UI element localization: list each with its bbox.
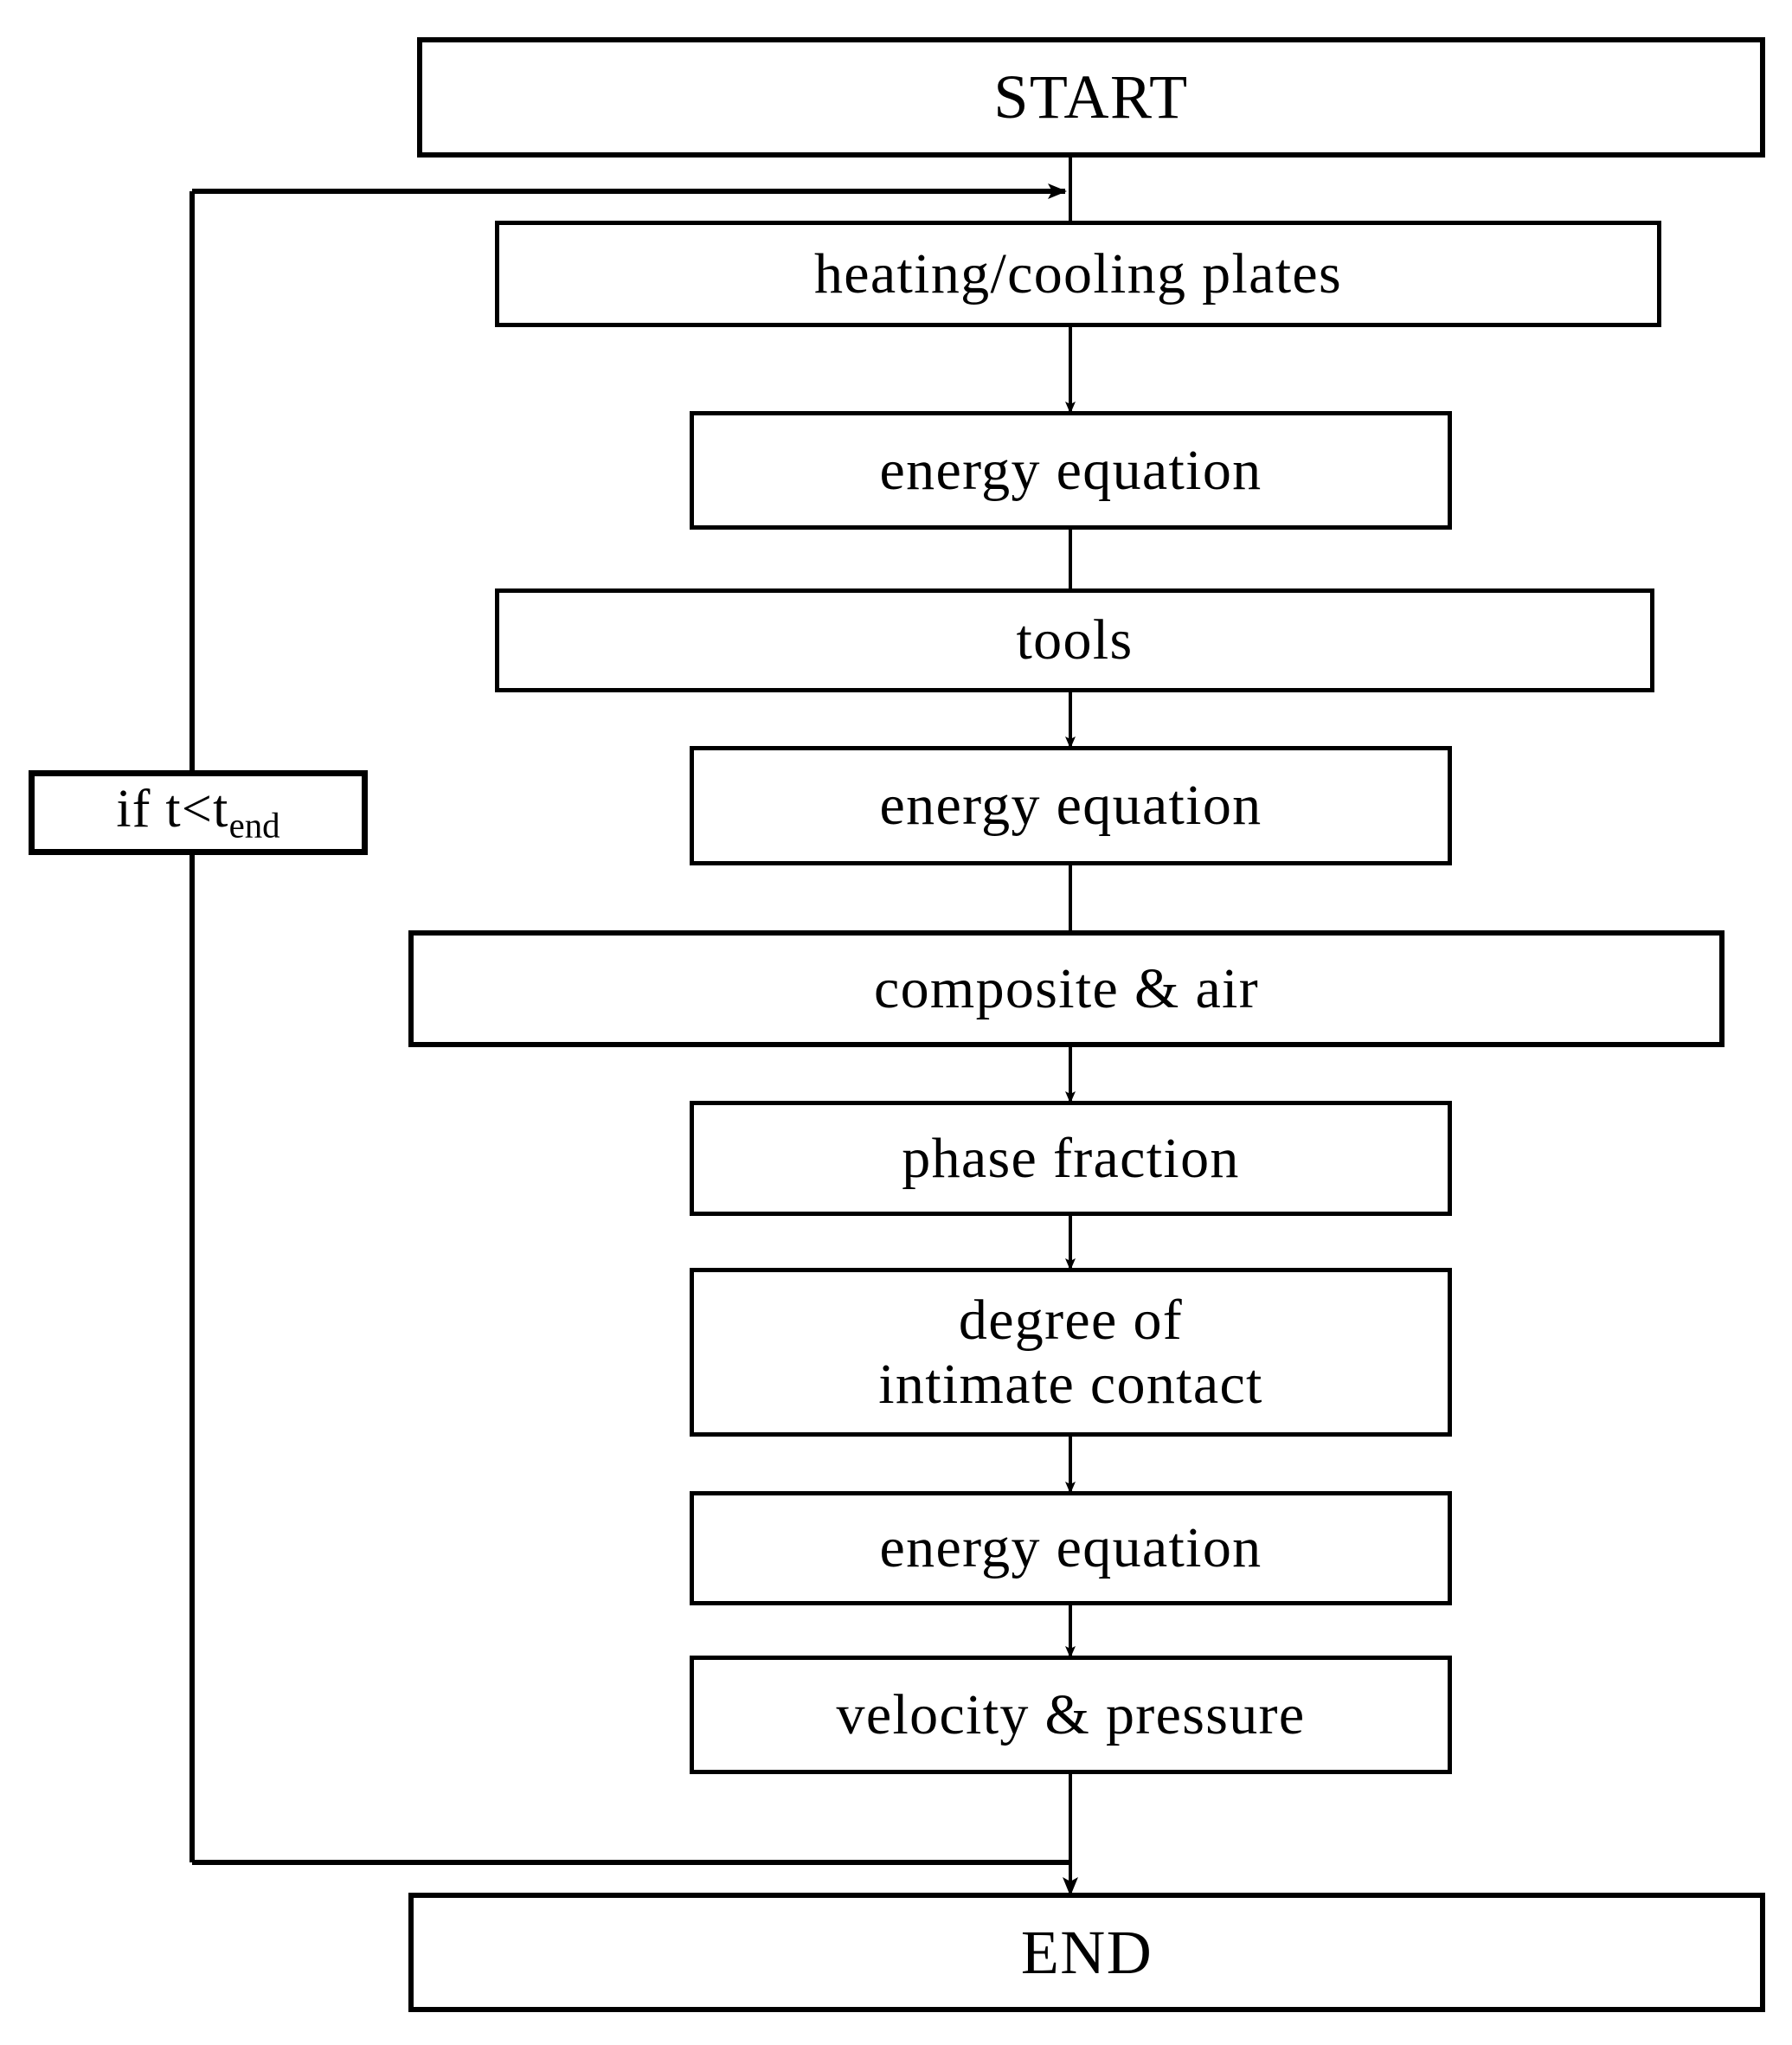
node-start-label: START — [993, 62, 1189, 132]
node-composite-and-air-label: composite & air — [873, 956, 1260, 1020]
node-energy-equation-1-label: energy equation — [879, 438, 1262, 502]
node-tools-label: tools — [1016, 608, 1134, 672]
node-end-label: END — [1020, 1917, 1153, 1987]
node-heating-cooling-plates-label: heating/cooling plates — [813, 241, 1343, 305]
node-energy-equation-2-label: energy equation — [879, 774, 1262, 838]
node-velocity-and-pressure[interactable]: velocity & pressure — [690, 1656, 1452, 1774]
node-condition-prefix: if t<t — [116, 779, 229, 839]
node-tools[interactable]: tools — [495, 588, 1654, 692]
node-energy-equation-1[interactable]: energy equation — [690, 411, 1452, 530]
node-phase-fraction-label: phase fraction — [902, 1126, 1240, 1190]
node-condition-t-less-than-tend[interactable]: if t<tend — [29, 770, 368, 855]
node-degree-of-intimate-contact-label: degree of intimate contact — [878, 1288, 1263, 1416]
node-energy-equation-3[interactable]: energy equation — [690, 1491, 1452, 1605]
node-phase-fraction[interactable]: phase fraction — [690, 1101, 1452, 1216]
node-degree-of-intimate-contact[interactable]: degree of intimate contact — [690, 1268, 1452, 1437]
node-composite-and-air[interactable]: composite & air — [408, 930, 1725, 1047]
node-condition-label: if t<tend — [35, 780, 362, 846]
node-condition-subscript: end — [228, 806, 280, 846]
node-start[interactable]: START — [417, 37, 1765, 158]
node-velocity-and-pressure-label: velocity & pressure — [836, 1682, 1306, 1746]
node-heating-cooling-plates[interactable]: heating/cooling plates — [495, 221, 1661, 327]
node-energy-equation-3-label: energy equation — [879, 1516, 1262, 1580]
node-energy-equation-2[interactable]: energy equation — [690, 746, 1452, 865]
node-end[interactable]: END — [408, 1893, 1765, 2012]
